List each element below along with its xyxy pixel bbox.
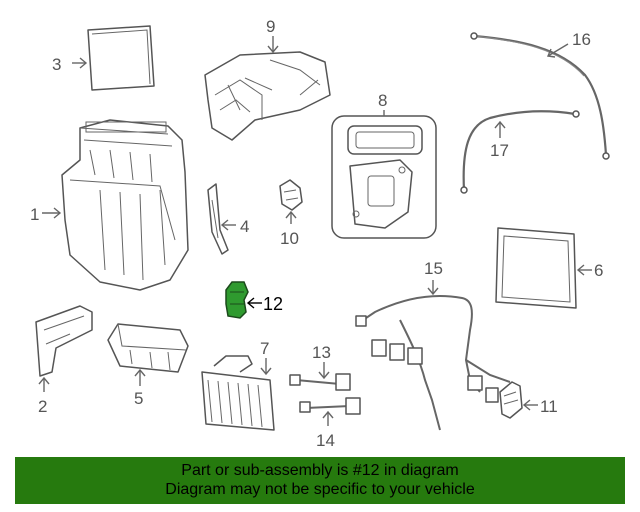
callout-3: 3: [52, 55, 61, 74]
callout-17: 17: [490, 141, 509, 160]
callout-4: 4: [240, 217, 249, 236]
part-4-door[interactable]: [207, 183, 236, 255]
callout-2: 2: [38, 397, 47, 416]
callout-15: 15: [424, 259, 443, 278]
part-10-clip[interactable]: [279, 179, 303, 224]
part-17-cable[interactable]: [460, 110, 580, 194]
part-12-actuator[interactable]: [225, 281, 262, 319]
info-banner: Part or sub-assembly is #12 in diagram D…: [15, 457, 625, 504]
part-16-cable[interactable]: [470, 32, 610, 160]
part-7-heater-core[interactable]: [201, 355, 275, 431]
callout-9: 9: [266, 17, 275, 36]
callout-1: 1: [30, 205, 39, 224]
part-13-sensor[interactable]: [289, 362, 351, 391]
part-8-seal-kit[interactable]: [331, 110, 437, 239]
callout-13: 13: [312, 343, 331, 362]
part-9-duct[interactable]: [204, 36, 331, 141]
callout-8: 8: [378, 91, 387, 110]
part-6-panel[interactable]: [495, 227, 592, 309]
part-15-harness[interactable]: [355, 280, 511, 431]
callout-11: 11: [540, 397, 558, 416]
banner-line-2: Diagram may not be specific to your vehi…: [165, 481, 475, 498]
part-3-filter[interactable]: [72, 25, 155, 91]
part-14-sensor[interactable]: [299, 397, 361, 426]
part-11-connector[interactable]: [499, 381, 538, 419]
callout-10: 10: [280, 229, 299, 248]
banner-line-1: Part or sub-assembly is #12 in diagram: [181, 462, 459, 479]
part-2-bracket[interactable]: [35, 305, 93, 392]
callout-5: 5: [134, 389, 143, 408]
callout-6: 6: [594, 261, 603, 280]
callout-7: 7: [260, 339, 269, 358]
callout-14: 14: [316, 431, 335, 450]
callout-16: 16: [572, 30, 591, 49]
part-5-tray[interactable]: [107, 323, 189, 386]
callout-12: 12: [263, 294, 283, 314]
part-1-hvac-housing[interactable]: [42, 119, 189, 291]
